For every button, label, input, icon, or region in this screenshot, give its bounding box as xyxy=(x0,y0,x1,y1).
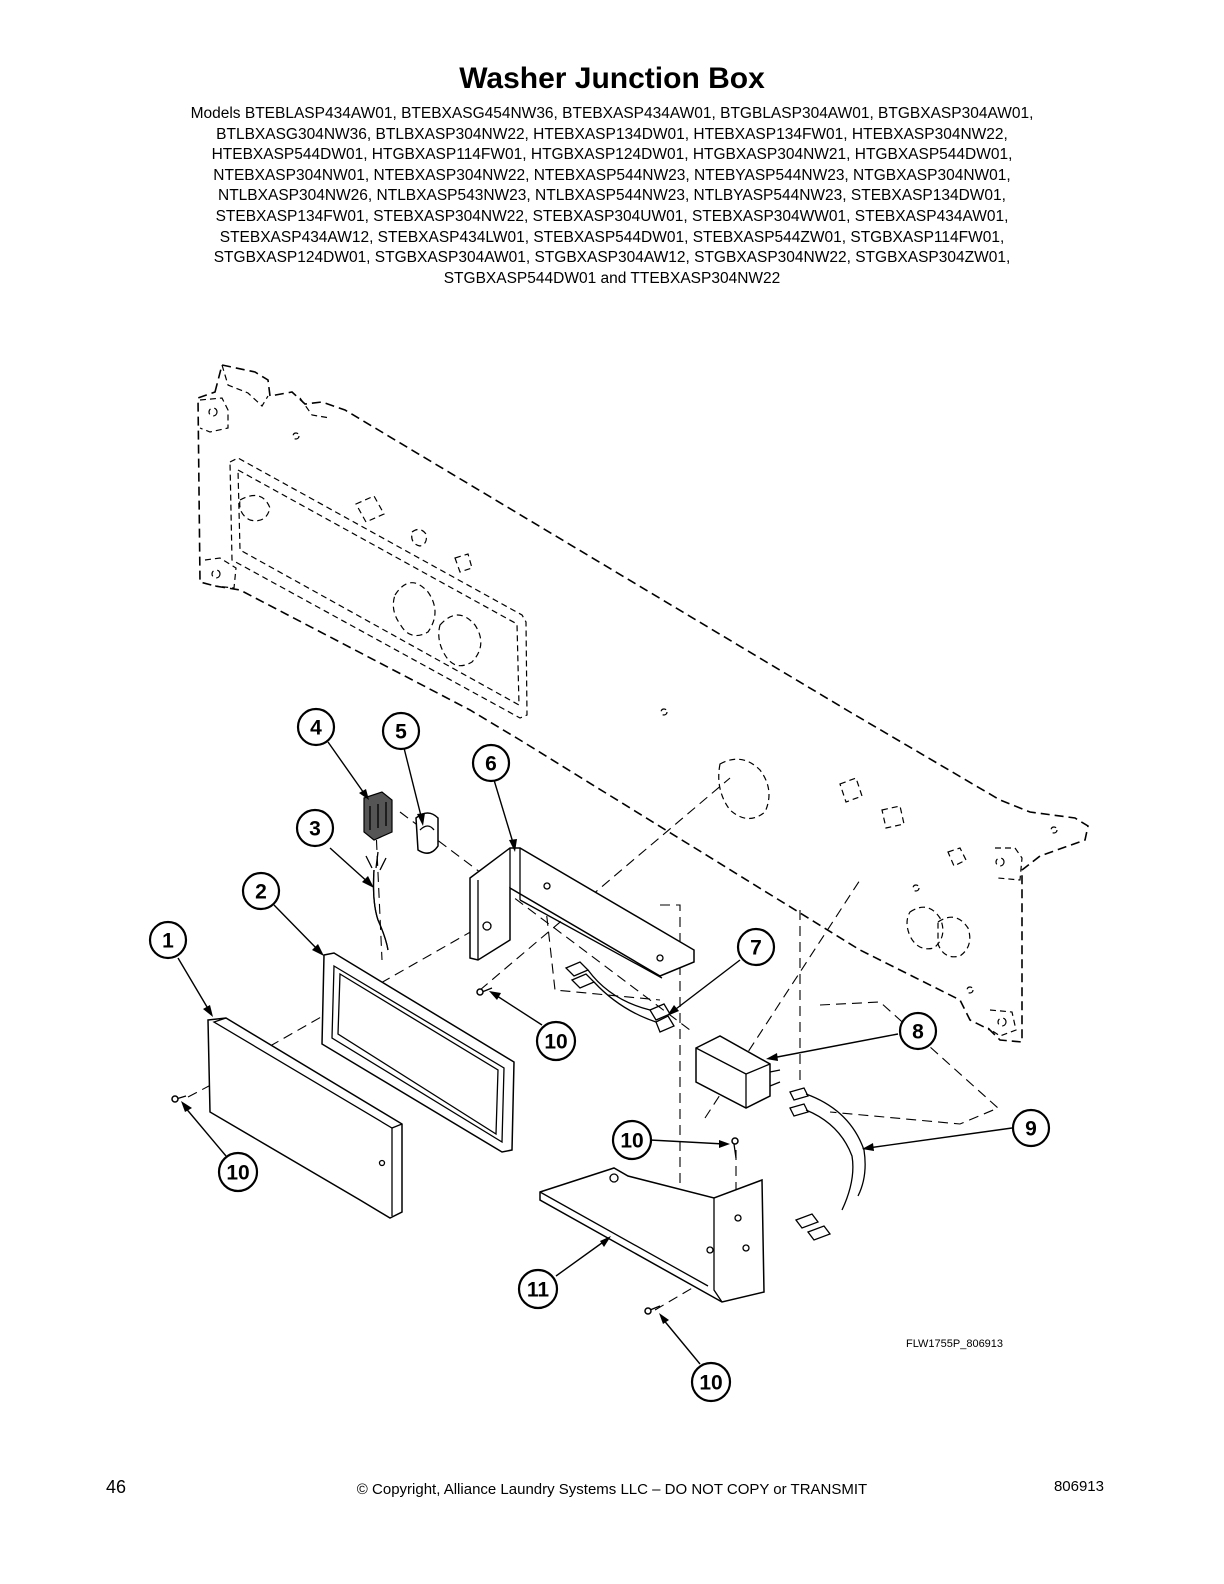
model-list-line: NTLBXASP304NW26, NTLBXASP543NW23, NTLBXA… xyxy=(218,187,1006,205)
document-number: 806913 xyxy=(1053,1478,1104,1495)
callout-11: 11 xyxy=(517,1268,559,1310)
callout-4: 4 xyxy=(296,707,336,747)
callout-9: 9 xyxy=(1011,1108,1051,1148)
callout-number: 7 xyxy=(750,937,762,960)
model-list-line: STGBXASP544DW01 and TTEBXASP304NW22 xyxy=(443,269,781,287)
callout-number: 5 xyxy=(395,721,407,744)
callout-3: 3 xyxy=(295,808,335,848)
callout-6: 6 xyxy=(471,743,511,783)
gasket-part xyxy=(321,952,515,1153)
callout-7: 7 xyxy=(736,927,776,967)
callout-10-filter-screw: 10 xyxy=(611,1119,653,1161)
leader-lines xyxy=(177,741,1013,1365)
model-list-line: Models BTEBLASP434AW01, BTEBXASG454NW36,… xyxy=(190,105,1034,122)
model-list-line: NTEBXASP304NW01, NTEBXASP304NW22, NTEBXA… xyxy=(213,166,1011,184)
page-title: Washer Junction Box xyxy=(459,62,765,95)
upper-bracket-part xyxy=(469,847,695,979)
callout-number: 10 xyxy=(226,1162,249,1185)
callout-number: 9 xyxy=(1025,1118,1037,1141)
wire-harness-part xyxy=(564,961,675,1033)
model-list-line: HTEBXASP544DW01, HTGBXASP114FW01, HTGBXA… xyxy=(211,146,1013,164)
control-panel-phantom xyxy=(197,364,1089,1043)
callout-number: 1 xyxy=(162,930,174,953)
callout-1: 1 xyxy=(148,920,188,960)
terminal-block-part xyxy=(363,791,393,841)
noise-filter-part xyxy=(695,1035,781,1109)
lower-bracket-part xyxy=(539,1167,765,1303)
model-list-line: STEBXASP134FW01, STEBXASP304NW22, STEBXA… xyxy=(215,207,1009,225)
model-list: Models BTEBLASP434AW01, BTEBXASG454NW36,… xyxy=(100,104,1124,289)
drawing-id: FLW1755P_806913 xyxy=(906,1338,1003,1350)
strain-relief-clip-part xyxy=(415,812,439,854)
callout-number: 2 xyxy=(255,881,267,904)
callout-10-upper-bracket-screw: 10 xyxy=(535,1020,577,1062)
model-list-line: BTLBXASG304NW36, BTLBXASP304NW22, HTEBXA… xyxy=(216,125,1008,143)
lead-wire-harness-part xyxy=(789,1087,866,1241)
model-list-line: STEBXASP434AW12, STEBXASP434LW01, STEBXA… xyxy=(219,228,1005,246)
callout-10-cover-screw: 10 xyxy=(217,1151,259,1193)
callout-number: 6 xyxy=(485,753,497,776)
callout-number: 3 xyxy=(309,818,321,841)
cover-plate-part xyxy=(207,1017,403,1219)
model-list-line: STGBXASP124DW01, STGBXASP304AW01, STGBXA… xyxy=(213,249,1011,267)
callout-number: 10 xyxy=(699,1372,722,1395)
callout-number: 4 xyxy=(310,717,322,740)
callout-5: 5 xyxy=(381,711,421,751)
callout-number: 10 xyxy=(544,1031,567,1054)
callout-10-lower-bracket-screw: 10 xyxy=(690,1361,732,1403)
callout-number: 8 xyxy=(912,1021,924,1044)
callout-number: 10 xyxy=(620,1130,643,1153)
power-cord-part xyxy=(365,851,389,951)
callout-2: 2 xyxy=(241,871,281,911)
screws xyxy=(171,987,739,1315)
callout-8: 8 xyxy=(898,1011,938,1051)
page-number: 46 xyxy=(106,1477,127,1497)
callout-number: 11 xyxy=(527,1279,550,1302)
copyright-notice: © Copyright, Alliance Laundry Systems LL… xyxy=(356,1481,868,1498)
